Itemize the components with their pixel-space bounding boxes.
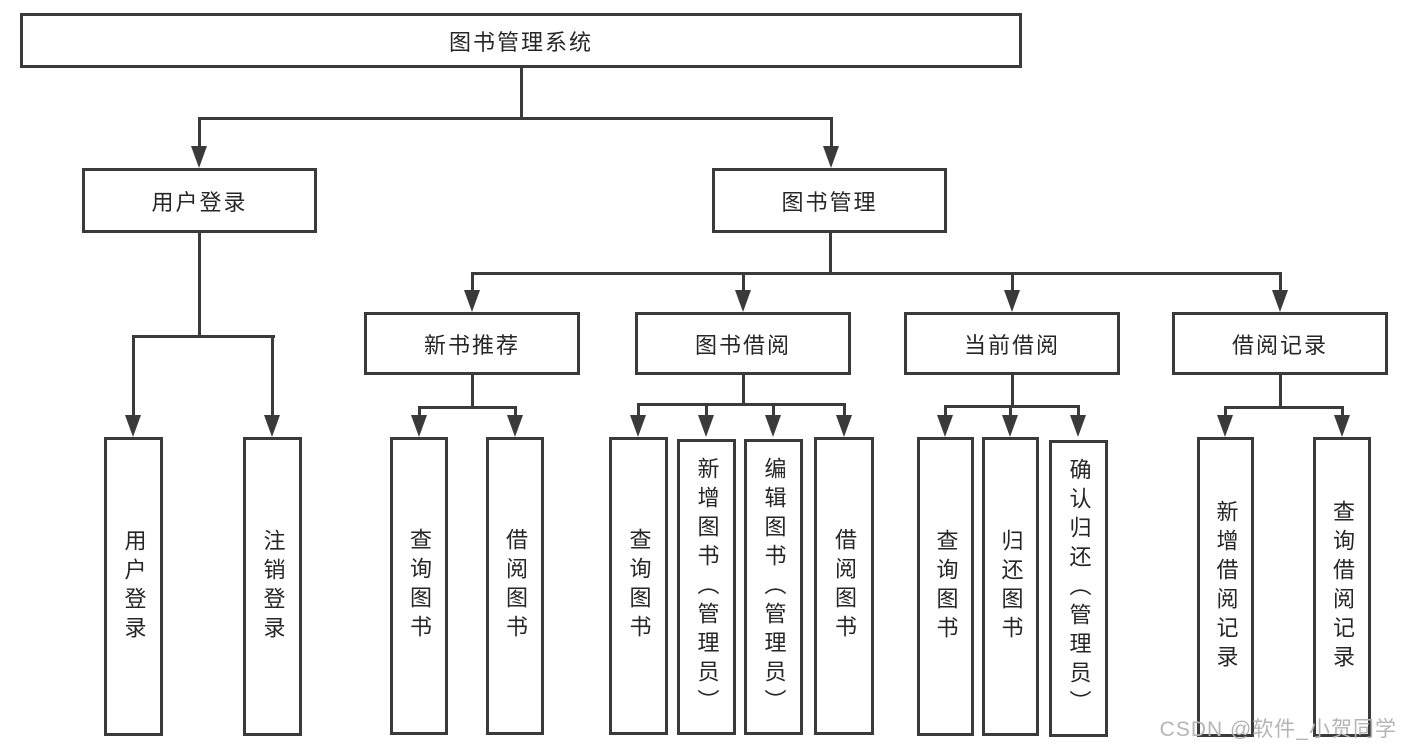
arrowhead-down-icon xyxy=(1334,415,1350,437)
connector-line xyxy=(1278,375,1282,407)
leaf-add-borrow-record-label: 新增借阅记录 xyxy=(1213,500,1239,674)
arrowhead-down-icon xyxy=(1217,415,1233,437)
leaf-borrow-book-label: 借阅图书 xyxy=(832,528,857,644)
leaf-add-book-admin: 新增图书（管理员） xyxy=(677,439,736,735)
leaf-borrow-book-recommend-label: 借阅图书 xyxy=(503,528,528,644)
leaf-confirm-return-admin-label: 确认归还（管理员） xyxy=(1066,458,1092,719)
connector-line xyxy=(1010,375,1014,406)
leaf-query-borrow-record-label: 查询借阅记录 xyxy=(1330,500,1355,674)
connector-line xyxy=(470,271,1282,275)
arrowhead-down-icon xyxy=(507,415,523,437)
leaf-query-book-current: 查询图书 xyxy=(917,437,974,736)
connector-line xyxy=(842,404,846,419)
connector-line xyxy=(943,404,1080,408)
connector-line xyxy=(513,407,517,419)
leaf-confirm-return-admin: 确认归还（管理员） xyxy=(1049,440,1108,737)
arrowhead-down-icon xyxy=(698,415,714,437)
connector-line xyxy=(1223,405,1344,409)
connector-line xyxy=(470,375,474,407)
node-borrow-record-label: 借阅记录 xyxy=(1231,332,1328,358)
leaf-edit-book-admin: 编辑图书（管理员） xyxy=(744,439,803,735)
leaf-return-book: 归还图书 xyxy=(982,437,1039,736)
arrowhead-down-icon xyxy=(264,415,280,437)
leaf-edit-book-admin-label: 编辑图书（管理员） xyxy=(761,456,787,718)
arrowhead-down-icon xyxy=(411,415,427,437)
connector-line xyxy=(828,233,832,273)
arrowhead-down-icon xyxy=(125,415,141,437)
connector-line xyxy=(1076,406,1080,419)
leaf-query-book-recommend: 查询图书 xyxy=(390,437,448,735)
connector-line xyxy=(197,118,201,150)
leaf-user-login: 用户登录 xyxy=(104,437,163,736)
connector-line xyxy=(741,375,745,404)
node-book-management: 图书管理 xyxy=(712,168,947,233)
arrowhead-down-icon xyxy=(464,290,480,312)
leaf-query-book-borrow: 查询图书 xyxy=(609,437,668,735)
connector-line xyxy=(197,233,201,336)
connector-line xyxy=(741,273,745,294)
connector-line xyxy=(636,402,846,406)
leaf-return-book-label: 归还图书 xyxy=(998,528,1024,645)
node-new-book-recommend: 新书推荐 xyxy=(364,312,580,375)
arrowhead-down-icon xyxy=(1272,290,1288,312)
connector-line xyxy=(131,336,135,419)
connector-line xyxy=(417,407,421,419)
leaf-logout-label: 注销登录 xyxy=(260,528,286,645)
connector-line xyxy=(1340,407,1344,419)
leaf-query-borrow-record: 查询借阅记录 xyxy=(1313,437,1371,737)
arrowhead-down-icon xyxy=(1002,415,1018,437)
node-current-borrow-label: 当前借阅 xyxy=(963,332,1060,358)
arrowhead-down-icon xyxy=(765,415,781,437)
arrowhead-down-icon xyxy=(1004,290,1020,312)
connector-line xyxy=(636,404,640,419)
node-book-borrow: 图书借阅 xyxy=(635,312,851,375)
node-borrow-record: 借阅记录 xyxy=(1172,312,1388,375)
connector-line xyxy=(197,116,833,120)
arrowhead-down-icon xyxy=(735,290,751,312)
csdn-watermark: CSDN @软件_小贺同学 xyxy=(1159,718,1397,741)
leaf-add-borrow-record: 新增借阅记录 xyxy=(1197,437,1254,737)
arrowhead-down-icon xyxy=(191,146,207,168)
leaf-borrow-book-recommend: 借阅图书 xyxy=(486,437,544,735)
leaf-logout: 注销登录 xyxy=(243,437,302,736)
connector-line xyxy=(519,68,523,118)
connector-line xyxy=(943,406,947,419)
leaf-borrow-book: 借阅图书 xyxy=(814,437,874,735)
node-user-login-label: 用户登录 xyxy=(151,189,248,215)
connector-line xyxy=(829,118,833,150)
node-book-management-label: 图书管理 xyxy=(781,189,878,215)
connector-line xyxy=(1008,406,1012,419)
connector-line xyxy=(1278,273,1282,294)
arrowhead-down-icon xyxy=(836,415,852,437)
arrowhead-down-icon xyxy=(1070,415,1086,437)
arrowhead-down-icon xyxy=(630,415,646,437)
leaf-query-book-current-label: 查询图书 xyxy=(933,528,959,645)
leaf-query-book-recommend-label: 查询图书 xyxy=(407,528,432,644)
arrowhead-down-icon xyxy=(823,146,839,168)
node-root-label: 图书管理系统 xyxy=(448,29,593,55)
node-book-borrow-label: 图书借阅 xyxy=(694,332,791,358)
arrowhead-down-icon xyxy=(937,415,953,437)
connector-line xyxy=(470,273,474,294)
leaf-add-book-admin-label: 新增图书（管理员） xyxy=(694,456,720,718)
connector-line xyxy=(417,405,517,409)
connector-line xyxy=(1010,273,1014,294)
node-root: 图书管理系统 xyxy=(20,13,1022,68)
connector-line xyxy=(1223,407,1227,419)
connector-line xyxy=(771,404,775,419)
node-new-book-recommend-label: 新书推荐 xyxy=(423,332,520,358)
leaf-user-login-label: 用户登录 xyxy=(121,528,147,645)
connector-line xyxy=(704,404,708,419)
connector-line xyxy=(270,336,274,419)
node-user-login: 用户登录 xyxy=(82,168,317,233)
node-current-borrow: 当前借阅 xyxy=(904,312,1120,375)
connector-line xyxy=(131,334,275,338)
leaf-query-book-borrow-label: 查询图书 xyxy=(626,528,652,644)
